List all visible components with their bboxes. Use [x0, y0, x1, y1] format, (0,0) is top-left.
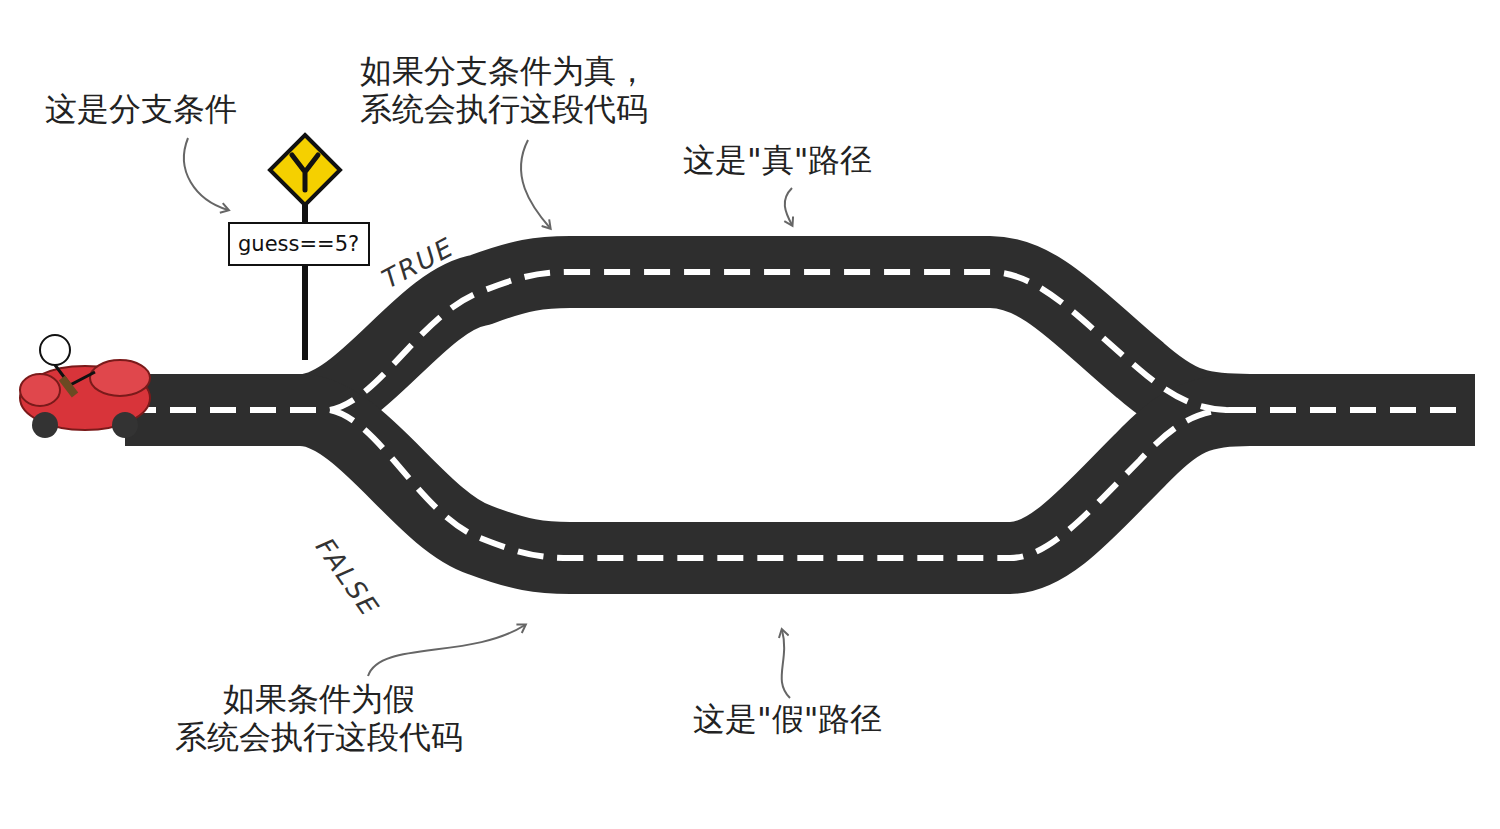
callout-text: 如果条件为假 系统会执行这段代码	[165, 680, 472, 756]
path-label: FALSE	[306, 530, 388, 624]
sign-box: guess==5?	[228, 222, 370, 266]
leader-lines	[184, 138, 792, 698]
car	[20, 335, 150, 438]
callout-text: 如果分支条件为真， 系统会执行这段代码	[360, 52, 667, 128]
road	[125, 272, 1475, 558]
callout-text: 这是"真"路径	[683, 141, 872, 179]
callout-text: 这是"假"路径	[693, 700, 882, 738]
lane-markings	[130, 272, 1470, 558]
callout-text: 这是分支条件	[45, 90, 237, 128]
condition-text: guess==5?	[238, 232, 359, 256]
